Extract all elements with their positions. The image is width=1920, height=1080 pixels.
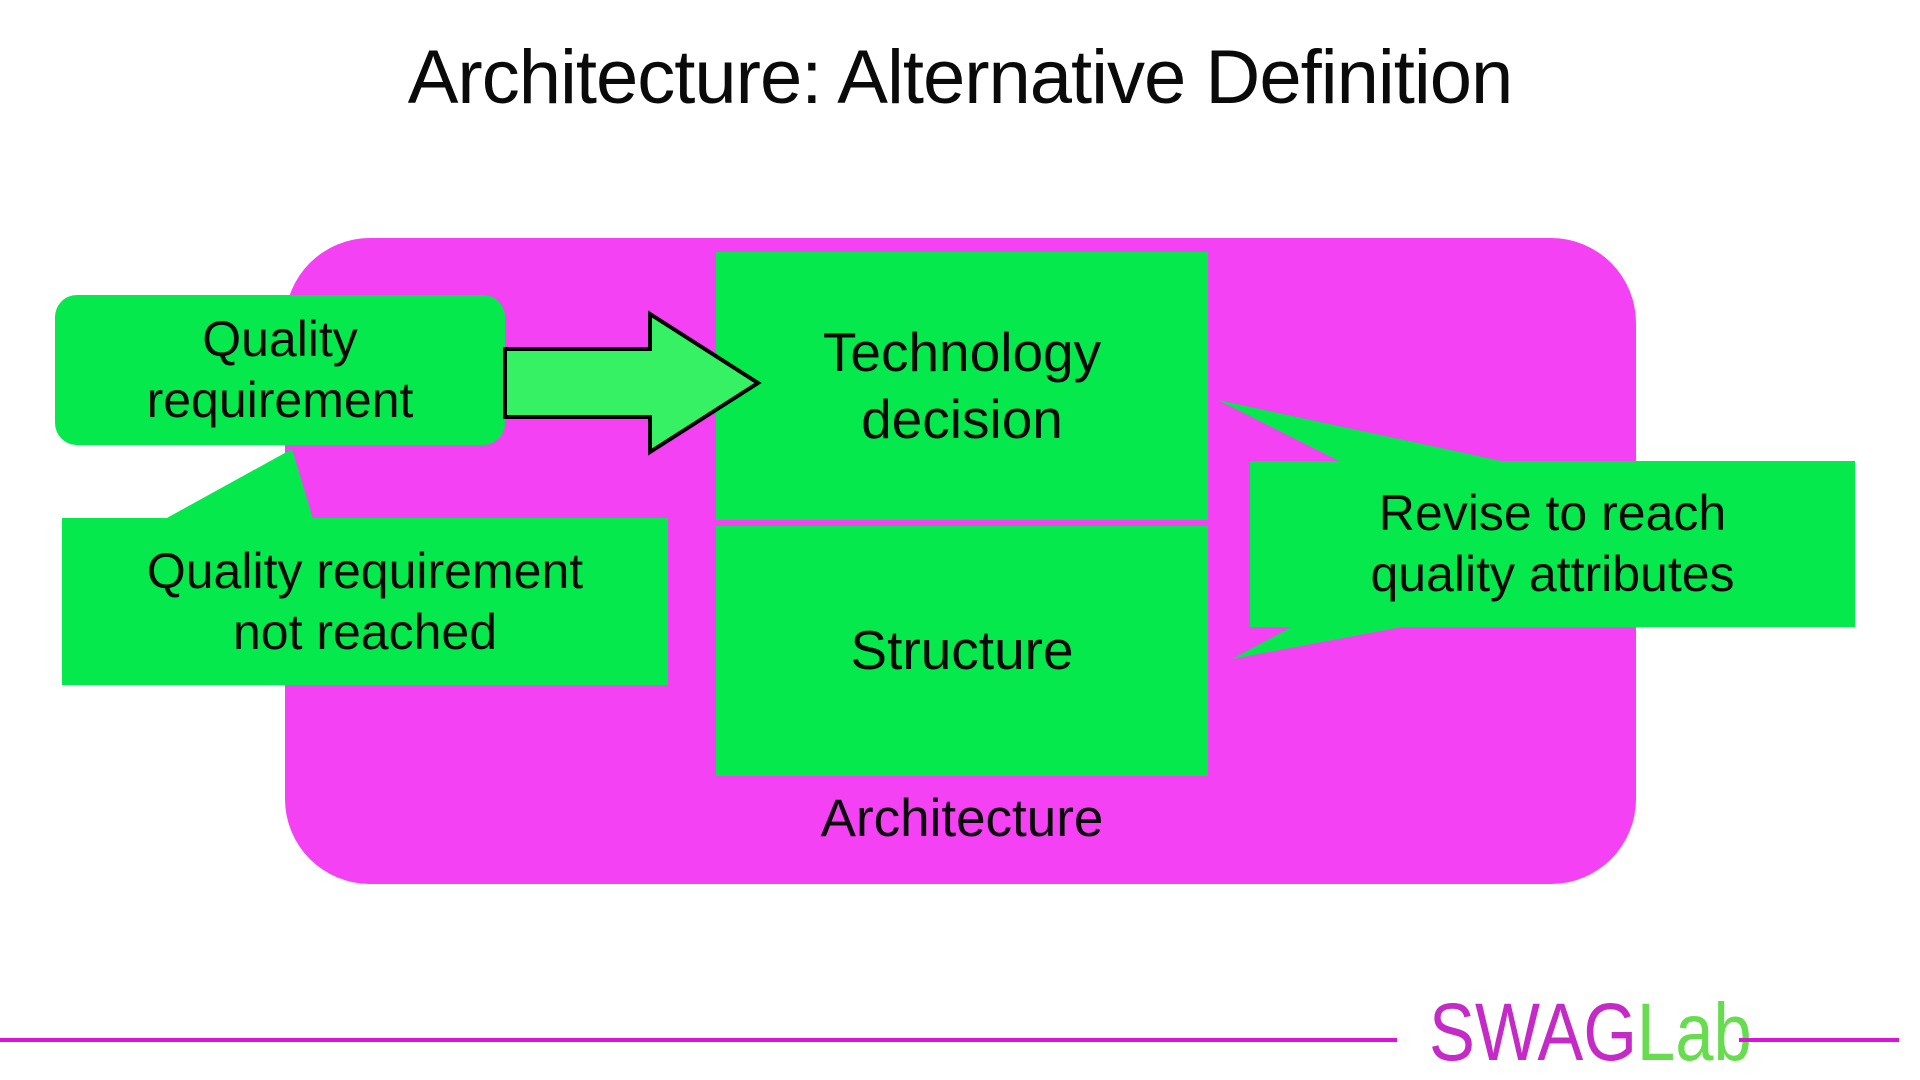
callout-revise-to-reach-quality-attributes: Revise to reach quality attributes <box>1250 461 1855 627</box>
node-quality-requirement: Quality requirement <box>55 295 505 445</box>
callout-label-line: not reached <box>232 603 498 660</box>
node-label-line: Structure <box>850 619 1074 682</box>
callout-label-line: Quality requirement <box>146 542 584 599</box>
node-label-line: Quality <box>202 311 358 367</box>
callout-label-line: quality attributes <box>1370 546 1735 602</box>
node-label-line: Technology <box>822 320 1102 383</box>
callout-quality-requirement-not-reached: Quality requirement not reached <box>62 518 668 685</box>
node-label-line: decision <box>861 388 1063 450</box>
footer-divider-left <box>0 1038 1397 1042</box>
node-label-line: requirement <box>146 372 414 428</box>
architecture-container-label: Architecture <box>820 789 1104 848</box>
callout-label-line: Revise to reach <box>1378 485 1727 541</box>
footer-divider-right <box>1739 1038 1899 1042</box>
node-structure: Structure <box>716 526 1208 776</box>
node-technology-decision: Technology decision <box>716 252 1208 520</box>
logo-swag-text: SWAG <box>1429 987 1637 1078</box>
logo-lab-text: Lab <box>1636 987 1752 1078</box>
slide-title: Architecture: Alternative Definition <box>407 35 1514 120</box>
swaglab-logo: SWAGLab <box>1429 986 1752 1080</box>
